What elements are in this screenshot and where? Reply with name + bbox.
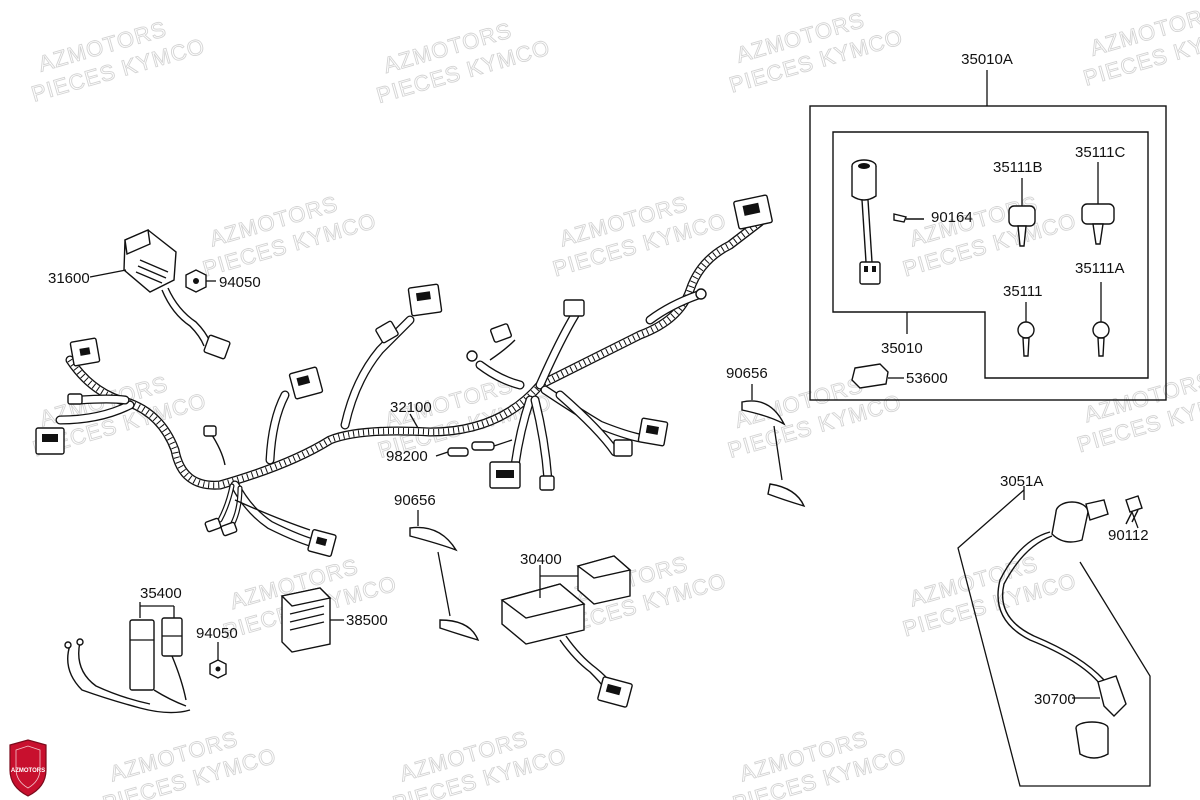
part-label-35010: 35010 bbox=[881, 340, 923, 357]
ignition-coil-group bbox=[957, 486, 1151, 787]
ignition-coil-3051A-icon bbox=[997, 499, 1127, 717]
cap-53600-icon bbox=[851, 363, 904, 389]
part-label-35400: 35400 bbox=[140, 585, 182, 602]
part-label-35111B: 35111B bbox=[993, 159, 1043, 176]
logo-text: AZMOTORS bbox=[11, 768, 45, 774]
nut-94050-bottom-icon bbox=[209, 642, 227, 679]
part-label-35111C: 35111C bbox=[1075, 144, 1125, 161]
inner-set-frame bbox=[832, 131, 1149, 379]
part-label-98200: 98200 bbox=[386, 448, 428, 465]
part-label-53600: 53600 bbox=[906, 370, 948, 387]
part-label-94050-top: 94050 bbox=[219, 274, 261, 291]
outer-set-frame bbox=[809, 105, 1167, 401]
part-label-38500: 38500 bbox=[346, 612, 388, 629]
part-label-30700: 30700 bbox=[1034, 691, 1076, 708]
screw-90164-icon bbox=[893, 213, 924, 223]
regulator-38500-icon bbox=[280, 587, 332, 653]
part-label-31600: 31600 bbox=[48, 270, 90, 287]
part-label-35111A: 35111A bbox=[1075, 260, 1125, 277]
key-35111B-icon bbox=[1008, 178, 1036, 247]
coil-frame bbox=[957, 489, 1151, 787]
key-35111A-icon bbox=[1092, 282, 1110, 357]
part-label-32100: 32100 bbox=[390, 399, 432, 416]
ignition-switch-icon bbox=[851, 159, 881, 285]
part-label-90656-mid: 90656 bbox=[394, 492, 436, 509]
part-label-30400: 30400 bbox=[520, 551, 562, 568]
band-clamp-90656-mid-icon bbox=[409, 510, 480, 642]
key-35111-icon bbox=[1017, 302, 1035, 357]
part-label-94050-bottom: 94050 bbox=[196, 625, 238, 642]
bolt-90112-icon bbox=[1125, 495, 1143, 529]
part-label-35111: 35111 bbox=[1003, 283, 1043, 300]
key-35111C-icon bbox=[1081, 162, 1115, 245]
relay-31600-icon bbox=[123, 228, 231, 360]
switch-unit-35400-icon bbox=[64, 602, 191, 714]
main-wire-harness-icon bbox=[35, 194, 773, 557]
spark-plug-cap-30700-icon bbox=[1075, 721, 1109, 759]
nut-94050-top-icon bbox=[185, 269, 207, 293]
band-clamp-90656-right-icon bbox=[741, 384, 806, 508]
part-label-90112: 90112 bbox=[1108, 527, 1149, 544]
azmotors-logo: AZMOTORS bbox=[9, 739, 47, 797]
part-label-90164: 90164 bbox=[931, 209, 973, 226]
part-label-90656-right: 90656 bbox=[726, 365, 768, 382]
part-label-35010A: 35010A bbox=[961, 51, 1013, 68]
ignition-switch-set-group: 35010A 90164 35111B bbox=[809, 51, 1167, 401]
part-label-3051A: 3051A bbox=[1000, 473, 1043, 490]
cdi-unit-30400-icon bbox=[500, 555, 633, 708]
fuse-98200-icon bbox=[447, 439, 513, 457]
